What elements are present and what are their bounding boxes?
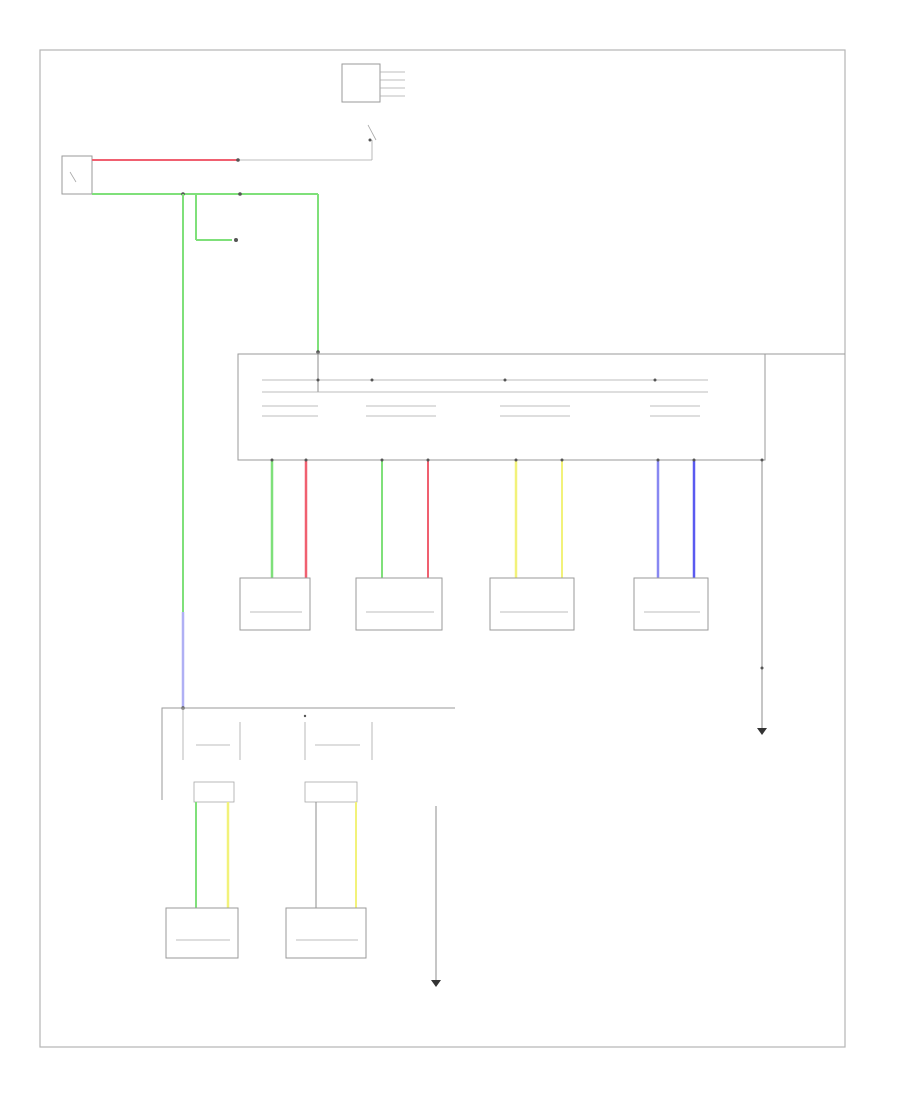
pin-b1 — [656, 458, 660, 462]
pin-r2 — [426, 458, 430, 462]
motor-left-front — [239, 577, 311, 631]
motor-lower-right — [285, 907, 367, 959]
fuse-symbol — [367, 124, 377, 141]
diagram-frame — [39, 49, 846, 1048]
pin-y1 — [514, 458, 518, 462]
pin-g2 — [380, 458, 384, 462]
branch-connector-dot — [234, 238, 238, 242]
lower-switch-housing — [161, 707, 455, 800]
ground-splice — [760, 666, 764, 670]
fuse-node — [368, 138, 372, 142]
motor-left-rear — [355, 577, 443, 631]
main-switch-housing — [237, 353, 766, 461]
ground-symbol-lower — [431, 980, 441, 987]
main-switch-ground-pin — [760, 458, 764, 462]
motor-lower-left — [165, 907, 239, 959]
motor-right-rear — [633, 577, 709, 631]
pin-y2 — [560, 458, 564, 462]
main-switch-contacts — [262, 378, 700, 417]
pin-b2 — [692, 458, 696, 462]
lower-switch-contacts — [182, 708, 373, 803]
pin-g1 — [270, 458, 274, 462]
splice-green-right — [238, 192, 242, 196]
splice-red — [236, 158, 240, 162]
ground-symbol-right — [757, 728, 767, 735]
pin-r1 — [304, 458, 308, 462]
motor-right-front — [489, 577, 575, 631]
ignition-switch-connector — [61, 155, 93, 195]
ignition-switch-contact — [69, 171, 77, 183]
ipdm-connector — [341, 63, 381, 103]
